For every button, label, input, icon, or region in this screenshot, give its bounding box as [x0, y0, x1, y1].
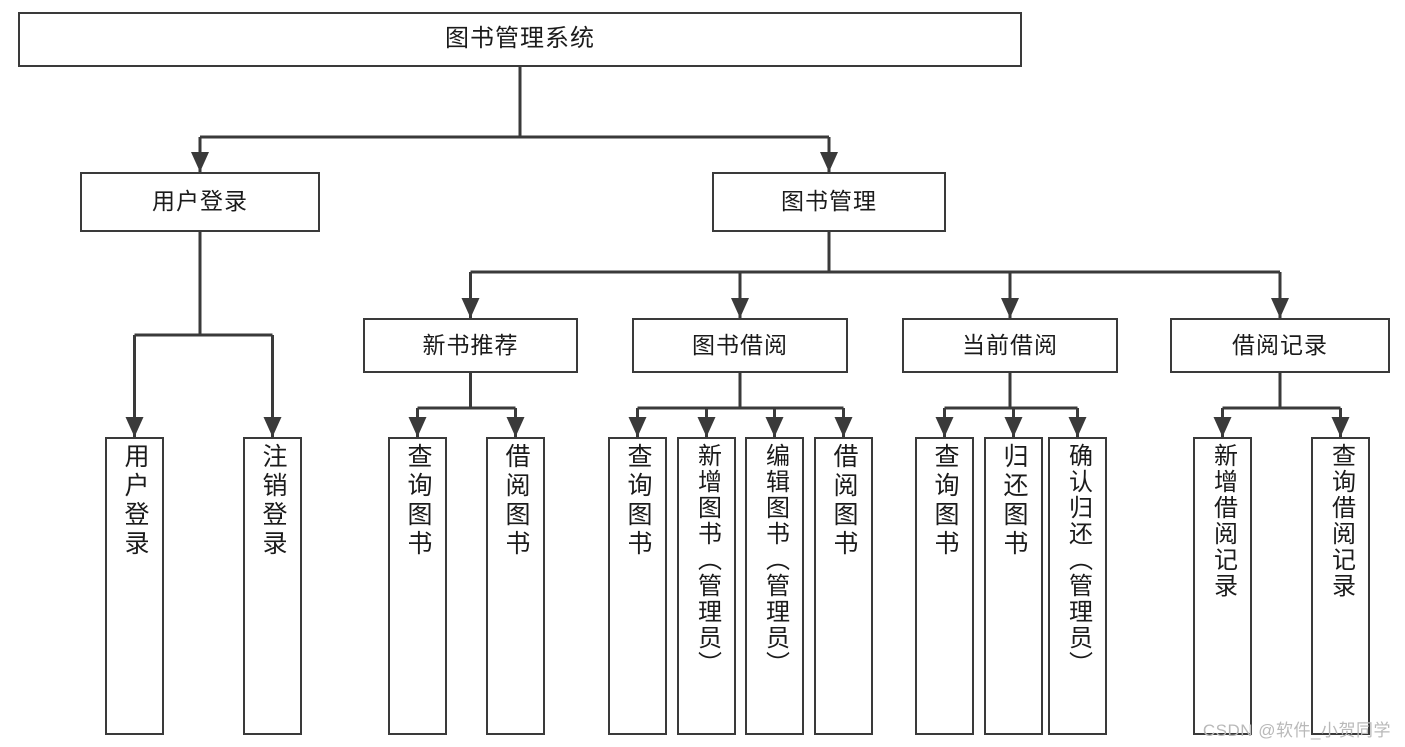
watermark: CSDN @软件_小贺同学	[1202, 721, 1391, 740]
node-label: 借阅图书	[502, 443, 530, 559]
node-label: 查询图书	[624, 443, 652, 559]
node-borrow[interactable]: 图书借阅	[632, 318, 848, 373]
node-label: 查询图书	[404, 443, 432, 559]
node-leaf-bor-3[interactable]: 编辑图书（管理员）	[745, 437, 804, 735]
node-label: 图书管理	[781, 188, 877, 215]
node-label: 编辑图书（管理员）	[761, 443, 789, 677]
node-label: 图书借阅	[692, 331, 788, 358]
node-bookmgmt[interactable]: 图书管理	[712, 172, 946, 232]
node-leaf-bor-4[interactable]: 借阅图书	[814, 437, 873, 735]
node-label: 新增图书（管理员）	[693, 443, 721, 677]
node-label: 借阅记录	[1232, 331, 1328, 358]
node-records[interactable]: 借阅记录	[1170, 318, 1390, 373]
node-label: 用户登录	[121, 443, 149, 559]
node-label: 新增借阅记录	[1209, 443, 1237, 599]
node-leaf-login-2[interactable]: 注销登录	[243, 437, 302, 735]
node-label: 借阅图书	[830, 443, 858, 559]
node-leaf-rec-2[interactable]: 查询借阅记录	[1311, 437, 1370, 735]
node-label: 查询图书	[931, 443, 959, 559]
node-newbook[interactable]: 新书推荐	[363, 318, 578, 373]
node-login[interactable]: 用户登录	[80, 172, 320, 232]
node-leaf-cur-1[interactable]: 查询图书	[915, 437, 974, 735]
node-label: 新书推荐	[422, 331, 519, 358]
node-label: 确认归还（管理员）	[1064, 443, 1092, 677]
node-leaf-cur-3[interactable]: 确认归还（管理员）	[1048, 437, 1107, 735]
node-leaf-bor-2[interactable]: 新增图书（管理员）	[677, 437, 736, 735]
node-leaf-login-1[interactable]: 用户登录	[105, 437, 164, 735]
node-leaf-rec-1[interactable]: 新增借阅记录	[1193, 437, 1252, 735]
node-label: 归还图书	[1000, 443, 1028, 559]
node-label: 查询借阅记录	[1327, 443, 1355, 599]
node-label: 图书管理系统	[445, 25, 595, 53]
node-leaf-bor-1[interactable]: 查询图书	[608, 437, 667, 735]
node-leaf-new-2[interactable]: 借阅图书	[486, 437, 545, 735]
node-label: 用户登录	[152, 188, 248, 215]
node-current[interactable]: 当前借阅	[902, 318, 1118, 373]
node-label: 注销登录	[259, 443, 287, 559]
node-root[interactable]: 图书管理系统	[18, 12, 1022, 67]
node-leaf-new-1[interactable]: 查询图书	[388, 437, 447, 735]
node-leaf-cur-2[interactable]: 归还图书	[984, 437, 1043, 735]
node-label: 当前借阅	[962, 331, 1058, 358]
